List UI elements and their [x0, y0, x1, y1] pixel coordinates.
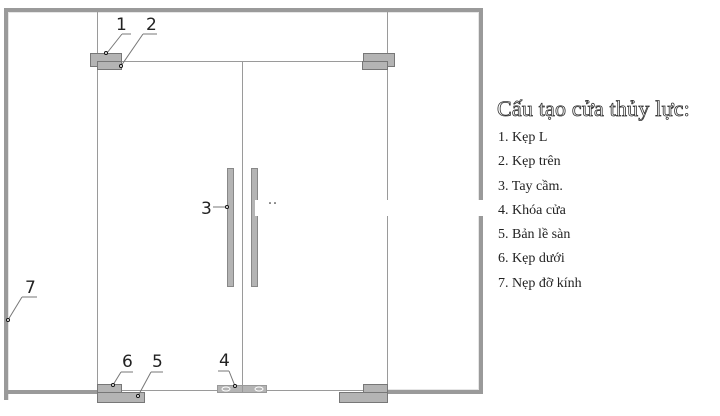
legend-item: 4. Khóa cửa: [498, 202, 566, 218]
legend-item: 3. Tay cầm.: [498, 178, 563, 194]
bottom-left-fittings: [97, 384, 145, 403]
callout-1: [104, 33, 131, 55]
callout-label-6: 6: [122, 352, 133, 372]
callout-7: [6, 296, 37, 322]
callout-3: [213, 205, 229, 209]
bottom-right-fittings: [339, 384, 388, 403]
door-handles: [227, 168, 258, 287]
callout-label-5: 5: [152, 352, 163, 372]
callout-label-3: 3: [201, 199, 212, 219]
floor-lock: [217, 385, 267, 393]
callout-6: [111, 371, 133, 387]
image-artifact: [244, 196, 485, 236]
legend-item: 1. Kẹp L: [498, 130, 548, 145]
callout-label-7: 7: [25, 278, 36, 298]
callout-label-1: 1: [116, 15, 127, 35]
callout-label-4: 4: [219, 351, 230, 371]
callout-4: [218, 370, 237, 388]
legend-title: Cấu tạo cửa thủy lực:: [497, 96, 691, 122]
legend-item: 5. Bản lề sàn: [498, 227, 571, 243]
top-right-clamp: [362, 53, 395, 70]
callout-5: [136, 371, 163, 398]
legend-list: 1. Kẹp L 2. Kẹp trên 3. Tay cầm. 4. Khóa…: [497, 126, 690, 296]
legend-item: 2. Kẹp trên: [498, 154, 561, 170]
legend-item: 7. Nẹp đỡ kính: [498, 275, 582, 291]
legend-item: 6. Kẹp dưới: [498, 251, 565, 267]
frame: [4, 8, 483, 400]
top-left-clamp: [90, 53, 122, 70]
callout-label-2: 2: [146, 15, 157, 35]
legend: Cấu tạo cửa thủy lực: 1. Kẹp L 2. Kẹp tr…: [497, 96, 691, 296]
callout-2: [119, 33, 157, 68]
